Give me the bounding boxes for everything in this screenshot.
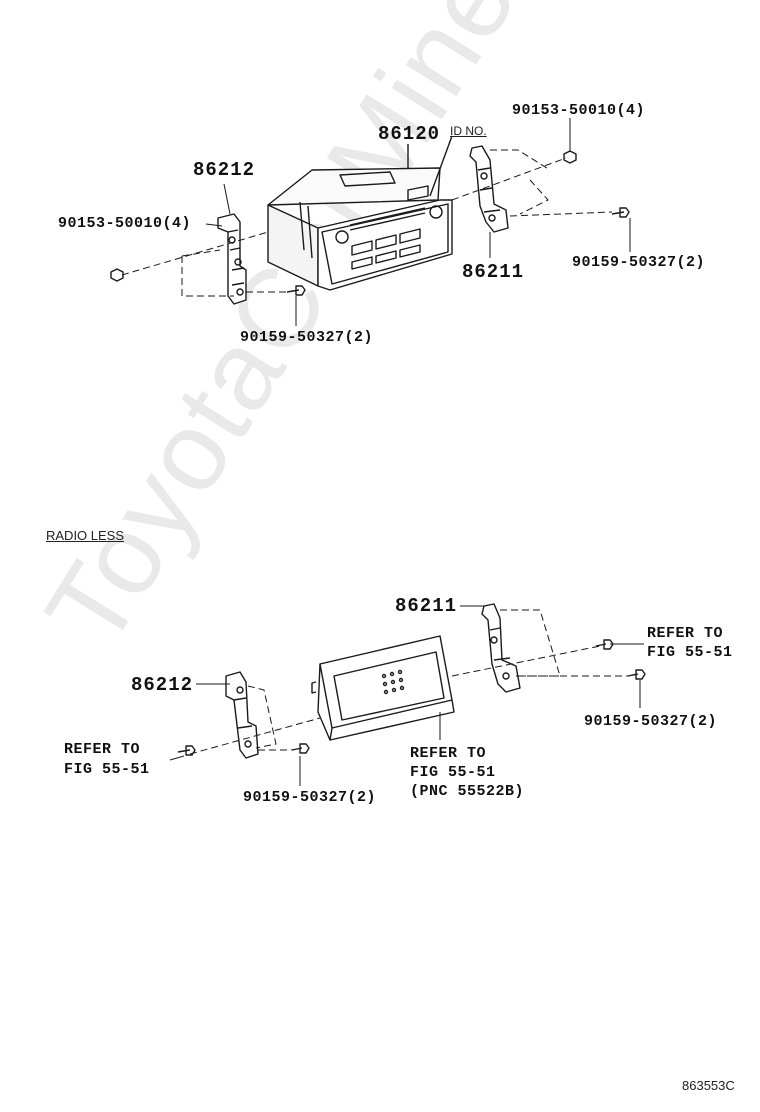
part-label-screw-left-lower: 90159-50327(2) xyxy=(243,789,377,806)
bracket-86212-upper xyxy=(217,213,247,305)
refer-left-line2: FIG 55-51 xyxy=(64,761,150,778)
part-label-86212-lower: 86212 xyxy=(131,674,194,696)
part-label-screw-right-lower: 90159-50327(2) xyxy=(584,713,718,730)
bracket-86211-lower xyxy=(481,603,521,693)
screw-upper-right xyxy=(611,207,630,218)
nut-upper-left xyxy=(110,268,124,282)
refer-right-line1: REFER TO xyxy=(647,625,724,642)
refer-right-line2: FIG 55-51 xyxy=(647,644,733,661)
bracket-86212-lower xyxy=(225,671,259,759)
screw-upper-left xyxy=(286,285,306,296)
refer-center-line2: FIG 55-51 xyxy=(410,764,496,781)
part-label-86120: 86120 xyxy=(378,123,441,145)
refer-center-line1: REFER TO xyxy=(410,745,487,762)
refer-left-line1: REFER TO xyxy=(64,741,141,758)
screw-lower-right xyxy=(627,669,646,680)
refer-center-line3: (PNC 55522B) xyxy=(410,783,525,800)
part-label-86211-upper: 86211 xyxy=(462,261,525,283)
section-title-radio-less: RADIO LESS xyxy=(46,528,125,543)
head-unit-86120 xyxy=(267,167,453,291)
part-label-86211-lower: 86211 xyxy=(395,595,458,617)
part-label-screw-left-upper: 90159-50327(2) xyxy=(240,329,374,346)
part-label-nut-left: 90153-50010(4) xyxy=(58,215,192,232)
screw-lower-left-refer xyxy=(177,745,196,756)
screw-lower-right-refer xyxy=(595,639,614,650)
part-label-nut-right: 90153-50010(4) xyxy=(512,102,646,119)
part-label-screw-right-upper: 90159-50327(2) xyxy=(572,254,706,271)
screw-lower-left xyxy=(291,743,310,754)
part-label-86212-upper: 86212 xyxy=(193,159,256,181)
blank-panel xyxy=(311,635,455,741)
nut-upper-right xyxy=(563,150,577,164)
bracket-86211-upper xyxy=(469,145,509,233)
id-no-label: ID NO. xyxy=(450,124,487,138)
diagram-code: 863553C xyxy=(682,1078,735,1093)
